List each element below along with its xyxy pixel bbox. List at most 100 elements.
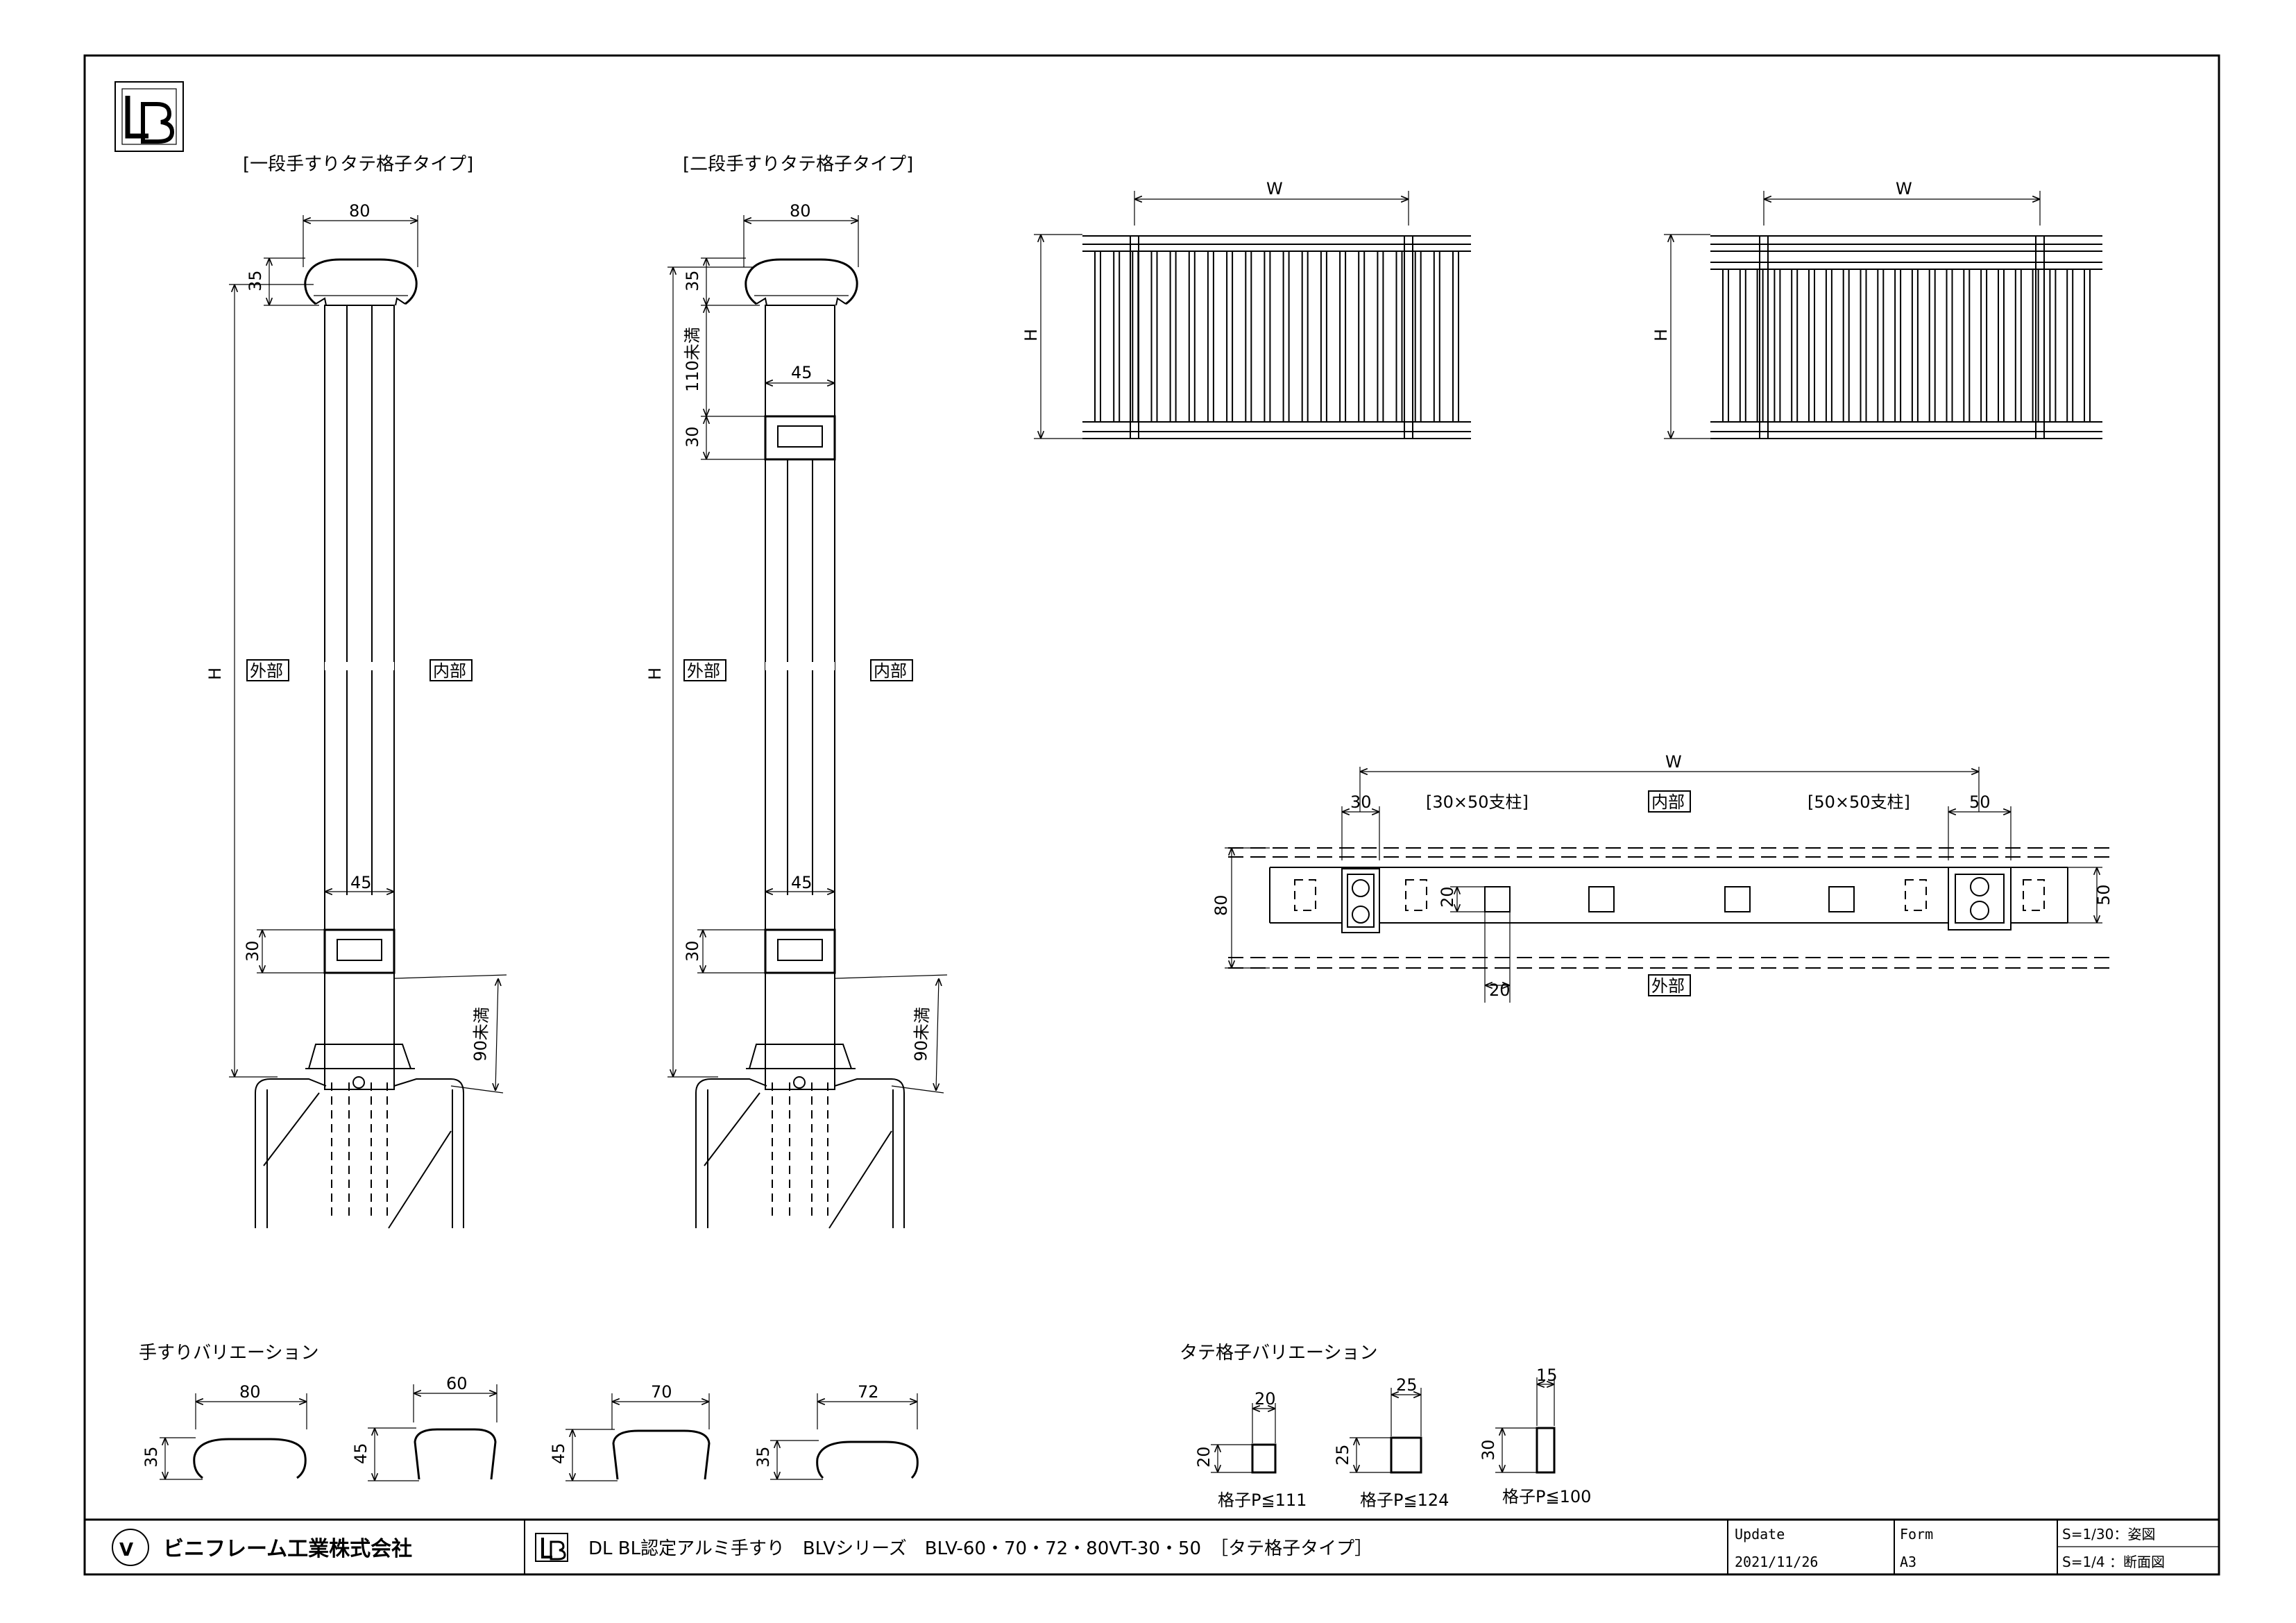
svg-text:V: V [119, 1540, 133, 1561]
plan-post30-dim: 30 [1350, 792, 1372, 812]
baluster-bar [1395, 250, 1403, 423]
single-bottom-rail [323, 928, 396, 974]
single-width-dim: 80 [349, 201, 371, 221]
baluster-bar [1774, 269, 1781, 423]
rail-var-70-h: 45 [549, 1443, 568, 1464]
elevation-post [1404, 235, 1413, 439]
rail-variation-72: 72 35 [754, 1382, 919, 1480]
baluster-bar [1320, 250, 1327, 423]
double-mid-rail [764, 415, 836, 461]
baluster-bar [1980, 269, 1988, 423]
bal-25-h: 25 [1333, 1444, 1352, 1465]
baluster-bar [1207, 250, 1214, 423]
single-h-dim: H [205, 668, 225, 680]
baluster-bar [1860, 269, 1867, 423]
scale-section: S=1/4 ：断面図 [2062, 1554, 2165, 1570]
double-h-dim: H [645, 668, 665, 680]
baluster-bar [1414, 250, 1422, 423]
baluster-bar [1877, 269, 1885, 423]
elevation-post [1130, 235, 1139, 439]
baluster-bar [1722, 269, 1729, 423]
double-outside-label: 外部 [687, 661, 720, 681]
bal-15-w: 15 [1536, 1366, 1558, 1385]
baluster-bar [1188, 250, 1196, 423]
double-rail-height-dim: 35 [683, 270, 702, 291]
rail-var-72-w: 72 [858, 1382, 879, 1402]
baluster-bar [1963, 269, 1971, 423]
double-inside-label: 内部 [874, 661, 907, 681]
single-post [324, 305, 395, 1090]
form-label: Form [1900, 1526, 1933, 1543]
baluster-bar [2014, 269, 2022, 423]
baluster-variation-20: 20 20 格子P≦111 [1194, 1389, 1307, 1510]
baluster-bar [1358, 250, 1366, 423]
baluster-bar [1452, 250, 1459, 423]
baluster-bar [1245, 250, 1252, 423]
company-name: ビニフレーム工業株式会社 [163, 1537, 412, 1561]
double-bottom-rail [764, 928, 836, 974]
bal-15-pitch: 格子P≦100 [1502, 1487, 1591, 1506]
baluster-bar [2049, 269, 2057, 423]
rail-variation-title: 手すりバリエーション [139, 1343, 318, 1363]
baluster-bar [1132, 250, 1139, 423]
company-logo-icon: V [112, 1529, 149, 1566]
rail-var-72-h: 35 [754, 1446, 773, 1468]
baluster-variation-25: 25 25 格子P≦124 [1333, 1375, 1449, 1510]
bal-20-h: 20 [1194, 1446, 1214, 1468]
baluster-bar [2066, 269, 2074, 423]
rail-variation-70: 70 45 [549, 1382, 711, 1481]
elevation-post [2035, 235, 2045, 439]
lb-small-logo-icon [535, 1533, 568, 1562]
update-value: 2021/11/26 [1735, 1554, 1818, 1570]
rail-var-80-w: 80 [239, 1382, 261, 1402]
single-outside-label: 外部 [250, 661, 283, 681]
plan-bar-20h-dim: 20 [1489, 980, 1511, 1000]
title-block: V ビニフレーム工業株式会社 DL BL認定アルミ手すり BLVシリーズ BLV… [85, 1518, 2219, 1574]
sheet-border [83, 54, 2220, 1576]
drawing-title: DL BL認定アルミ手すり BLVシリーズ BLV-60・70・72・80VT-… [588, 1538, 1372, 1559]
plan-depth50-dim: 50 [2094, 884, 2114, 906]
plan-bar-20v-dim: 20 [1438, 886, 1457, 908]
rail-variation-80: 80 35 [142, 1382, 307, 1480]
rail-var-60-w: 60 [446, 1374, 468, 1393]
double-rail-section: 80 35 110未満 45 30 45 [645, 201, 948, 1229]
rail-var-80-h: 35 [142, 1446, 161, 1468]
bal-20-pitch: 格子P≦111 [1218, 1490, 1307, 1510]
single-inside-label: 内部 [433, 661, 466, 681]
double-mid-height-dim: 30 [683, 426, 702, 448]
plan-w-dim: W [1665, 752, 1682, 772]
baluster-bar [1808, 269, 1815, 423]
baluster-bar [2084, 269, 2091, 423]
double-post-width-top-dim: 45 [791, 363, 813, 382]
elev1-w-dim: W [1266, 179, 1283, 198]
double-bottom-height-dim: 30 [683, 940, 702, 962]
bal-20-w: 20 [1255, 1389, 1276, 1409]
baluster-bar [1094, 250, 1101, 423]
baluster-bar [1739, 269, 1746, 423]
baluster-bar [1282, 250, 1290, 423]
elev2-w-dim: W [1896, 179, 1912, 198]
baluster-bar [1894, 269, 1902, 423]
baluster-bar [1946, 269, 1953, 423]
rail-var-60-h: 45 [351, 1443, 371, 1464]
double-handrail [745, 258, 858, 305]
baluster-bar [1150, 250, 1158, 423]
single-bottom-height-dim: 30 [243, 940, 262, 962]
baluster-bar [1433, 250, 1440, 423]
single-post-width-dim: 45 [350, 873, 372, 892]
baluster-bar [1339, 250, 1347, 423]
elevation-double: W H [1651, 179, 2102, 439]
plan-30x50-label: [30×50支柱] [1426, 792, 1529, 812]
double-width-dim: 80 [790, 201, 811, 221]
scale-elevation: S=1/30：姿図 [2062, 1526, 2155, 1543]
plan-inside-label: 内部 [1651, 792, 1685, 812]
elevation-single: W H [1021, 179, 1471, 439]
baluster-bar [1377, 250, 1384, 423]
baluster-variation-15: 15 30 格子P≦100 [1479, 1366, 1591, 1506]
plan-post50-dim: 50 [1969, 792, 1991, 812]
single-rail-height-dim: 35 [246, 270, 265, 291]
baluster-bar [1113, 250, 1121, 423]
single-handrail [304, 258, 418, 305]
bal-25-w: 25 [1396, 1375, 1418, 1395]
